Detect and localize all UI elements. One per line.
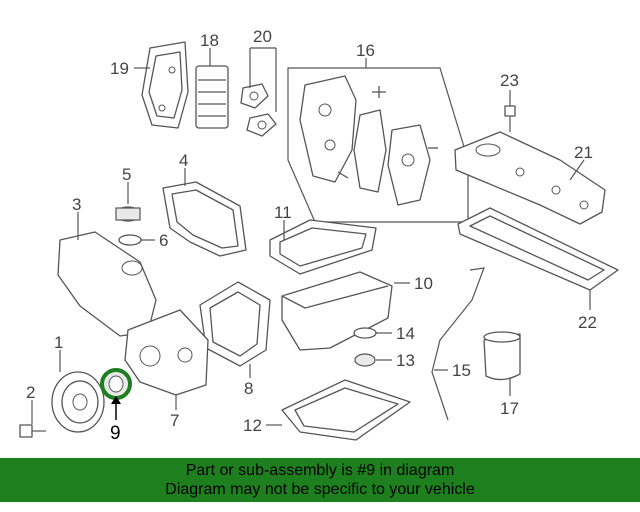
part-6-o-ring xyxy=(118,234,142,246)
part-19-gasket xyxy=(141,41,189,129)
part-1-pulley xyxy=(51,371,105,433)
part-17-filter xyxy=(483,331,521,381)
callout-20: 20 xyxy=(253,27,272,46)
callout-18: 18 xyxy=(200,31,219,50)
parts-diagram: 1 2 3 4 5 6 7 8 9 10 11 12 13 14 15 16 1… xyxy=(19,27,619,444)
callout-2: 2 xyxy=(26,383,35,402)
part-2-bolt xyxy=(19,424,46,438)
part-22-gasket xyxy=(457,207,619,291)
callout-22: 22 xyxy=(578,313,597,332)
part-15-dipstick xyxy=(431,267,485,421)
callout-1: 1 xyxy=(54,333,63,352)
callout-21: 21 xyxy=(574,143,593,162)
part-23-bolt xyxy=(504,105,516,132)
callout-16: 16 xyxy=(356,41,375,60)
callout-4: 4 xyxy=(179,151,188,170)
callout-11: 11 xyxy=(274,203,292,222)
callout-23: 23 xyxy=(500,71,519,90)
part-7-timing-cover xyxy=(124,309,209,396)
part-13-plug xyxy=(354,353,376,367)
callout-7: 7 xyxy=(170,411,179,430)
banner-line-2: Diagram may not be specific to your vehi… xyxy=(165,481,475,498)
callout-13: 13 xyxy=(396,351,415,370)
part-5-cap xyxy=(115,206,141,222)
part-12-pan xyxy=(281,379,411,441)
info-banner: Part or sub-assembly is #9 in diagram Di… xyxy=(0,458,640,502)
part-4-gasket xyxy=(162,181,247,257)
callout-12: 12 xyxy=(243,416,262,435)
part-14-ring xyxy=(353,327,377,339)
callout-17: 17 xyxy=(500,399,519,418)
callout-10: 10 xyxy=(414,274,433,293)
part-3-cover xyxy=(57,231,157,337)
callout-labels: 1 2 3 4 5 6 7 8 9 10 11 12 13 14 15 16 1… xyxy=(26,27,597,444)
callout-5: 5 xyxy=(122,165,131,184)
part-8-gasket xyxy=(199,281,271,367)
callout-19: 19 xyxy=(110,59,129,78)
callout-6: 6 xyxy=(159,231,168,250)
part-21-cover xyxy=(454,131,606,225)
callout-8: 8 xyxy=(244,379,253,398)
callout-3: 3 xyxy=(72,195,81,214)
part-18-oil-cooler xyxy=(195,65,229,129)
part-10-oil-pan xyxy=(281,271,393,351)
leader-lines xyxy=(31,47,591,426)
part-20-gaskets xyxy=(240,83,277,137)
callout-15: 15 xyxy=(452,361,471,380)
banner-line-1: Part or sub-assembly is #9 in diagram xyxy=(185,462,455,479)
part-9-seal xyxy=(100,368,132,400)
callout-14: 14 xyxy=(396,324,415,343)
part-16-assembly xyxy=(287,67,469,223)
callout-9: 9 xyxy=(110,423,121,444)
part-11-gasket xyxy=(269,219,377,275)
